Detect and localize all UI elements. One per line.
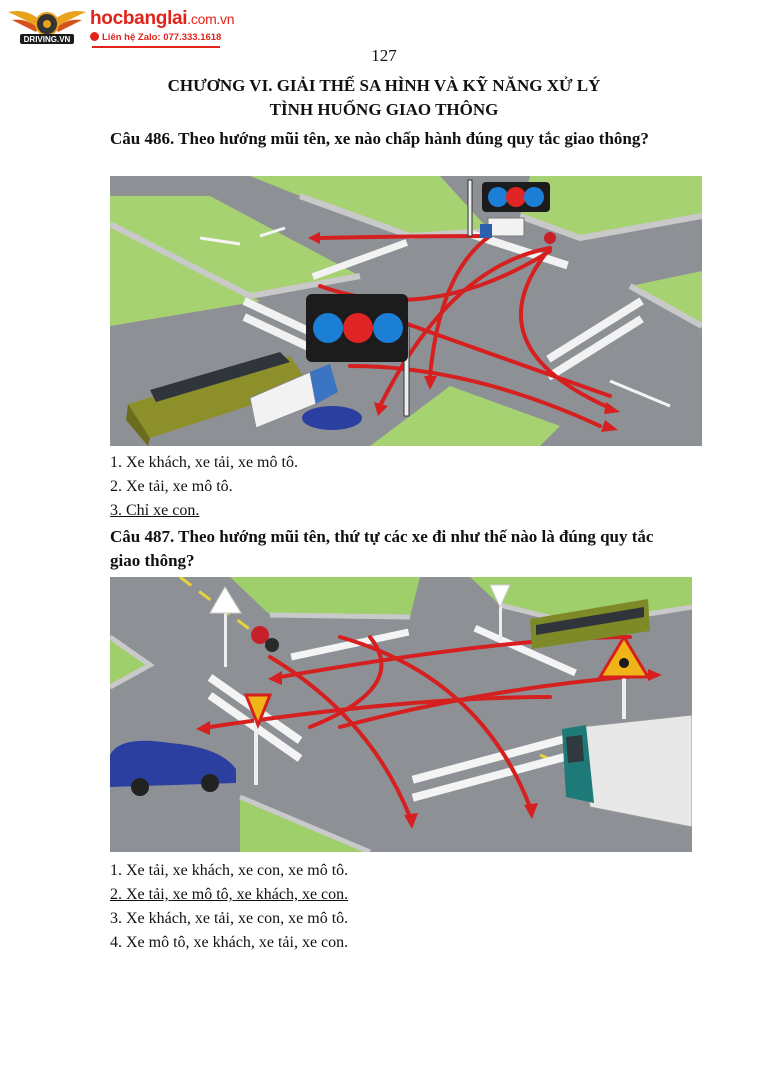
chapter-line-2: TÌNH HUỐNG GIAO THÔNG: [269, 100, 499, 119]
brand-underline: [92, 46, 220, 48]
traffic-light-icon: [306, 294, 410, 417]
truck: [249, 364, 338, 429]
question-486-title: Câu 486. Theo hướng mũi tên, xe nào chấp…: [110, 129, 649, 148]
yield-sign-icon: [209, 586, 242, 667]
brand-header: DRIVING.VN hocbanglai.com.vn Liên hệ Zal…: [6, 6, 266, 48]
answer-option[interactable]: 1. Xe tải, xe khách, xe con, xe mô tô.: [110, 862, 349, 879]
question-487-title-line-1: Câu 487. Theo hướng mũi tên, thứ tự các …: [110, 527, 654, 546]
car: [302, 406, 362, 430]
answer-option-correct[interactable]: 3. Chỉ xe con.: [110, 502, 200, 519]
phone-icon: [90, 32, 99, 41]
warning-sign-icon: [243, 693, 273, 785]
question-487-figure: [110, 577, 692, 852]
motorbike: [251, 626, 279, 652]
warning-sign-icon: [597, 634, 651, 719]
chapter-title: CHƯƠNG VI. GIẢI THẾ SA HÌNH VÀ KỸ NĂNG X…: [0, 74, 768, 122]
question-487-title-line-2: giao thông?: [110, 551, 195, 570]
answer-option[interactable]: 2. Xe tải, xe mô tô.: [110, 478, 233, 495]
page-number: 127: [371, 46, 397, 65]
chapter-line-1: CHƯƠNG VI. GIẢI THẾ SA HÌNH VÀ KỸ NĂNG X…: [167, 76, 601, 95]
logo-text: DRIVING.VN: [24, 35, 71, 44]
answer-option[interactable]: 1. Xe khách, xe tải, xe mô tô.: [110, 454, 298, 471]
answer-option[interactable]: 3. Xe khách, xe tải, xe con, xe mô tô.: [110, 910, 349, 927]
contact-line: Liên hệ Zalo: 077.333.1618: [90, 32, 221, 43]
question-486-figure: [110, 176, 702, 446]
question-487-title: Câu 487. Theo hướng mũi tên, thứ tự các …: [110, 525, 710, 573]
answer-option[interactable]: 4. Xe mô tô, xe khách, xe tải, xe con.: [110, 934, 349, 951]
question-486-answers: 1. Xe khách, xe tải, xe mô tô. 2. Xe tải…: [110, 451, 298, 523]
bus: [126, 352, 310, 446]
question-487-answers: 1. Xe tải, xe khách, xe con, xe mô tô. 2…: [110, 859, 348, 955]
traffic-light-icon: [467, 179, 550, 237]
truck: [562, 714, 692, 828]
answer-option-correct[interactable]: 2. Xe tải, xe mô tô, xe khách, xe con.: [110, 886, 349, 903]
yield-sign-icon: [489, 584, 511, 643]
car: [110, 740, 236, 796]
bus: [530, 599, 650, 649]
site-name: hocbanglai.com.vn: [90, 8, 235, 29]
driving-logo-icon: DRIVING.VN: [8, 11, 86, 44]
